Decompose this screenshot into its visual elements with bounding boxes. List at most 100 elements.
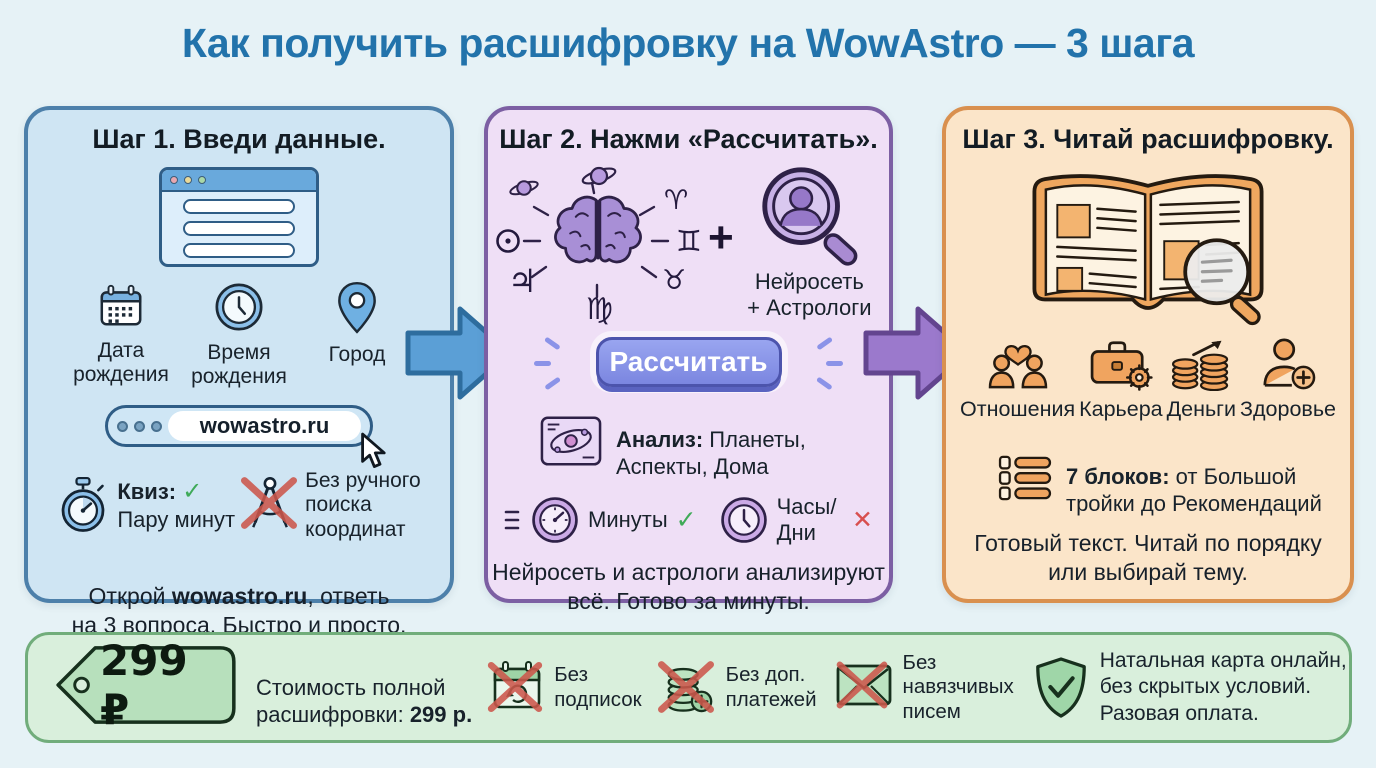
no-subscriptions-item: Без подписок [488,658,642,717]
calendar-icon [100,284,142,326]
price-tag: 299 ₽ [52,636,238,734]
analysis-text: Анализ: Планеты, Аспекты, Дома [616,401,806,480]
topic-label: Деньги [1166,397,1237,421]
step2-footer: Нейросеть и астрологи анализируют всё. Г… [492,559,885,614]
no-extra-payments-item: Без доп. платежей [657,657,817,718]
cross-icon: ✕ [852,506,873,535]
page-title: Как получить расшифровку на WowAstro — 3… [181,20,1195,66]
price-tag-icon [56,646,236,724]
birth-data-fields: Дата рождения Время рождения Город [28,281,450,389]
topic-career: Карьера [1079,337,1163,422]
plus-sign: + [708,213,734,262]
step3-footer: Готовый текст. Читай по порядку или выби… [974,530,1322,585]
red-cross-icon [836,661,887,709]
browser-title-bar [162,170,316,192]
clock-hours-icon [720,497,767,543]
bar-item-text: Без навязчивых писем [902,651,1014,723]
career-icon [1090,341,1153,391]
sun-symbol-icon [496,229,520,253]
form-field-illustration [183,221,295,236]
step3-title: Шаг 3. Читай расшифровку. [962,124,1334,154]
neural-caption: Нейросеть + Астрологи [747,269,872,321]
calculate-button[interactable]: Рассчитать [595,337,782,387]
blocks-count: 7 блоков: [1066,464,1170,490]
virgo-symbol: ♍ [586,292,613,327]
price-value: 299 ₽ [100,636,188,734]
relationships-icon [988,345,1047,389]
footer-text: Открой [88,583,172,610]
open-book-icon [1032,174,1264,326]
neural-astrologers: Нейросеть + Астрологи [734,161,885,322]
sparkle-icon [816,376,833,390]
book-illustration-wrap [946,161,1350,329]
analysis-row: Анализ: Планеты, Аспекты, Дома [540,401,889,480]
red-cross-icon [488,661,543,713]
ringed-planet-icon [509,180,539,196]
topic-relationships: Отношения [960,337,1075,422]
step1-footer: Открой wowastro.ru, ответь на 3 вопроса.… [28,554,450,640]
step1-card: Шаг 1. Введи данные. [24,106,454,638]
bar-item-text: Без подписок [554,663,642,711]
mail-crossed-wrap [835,661,893,713]
analysis-label: Анализ: [616,427,704,453]
step3-card: Шаг 3. Читай расшифровку. [942,106,1354,603]
browser-dot-yellow [184,176,192,184]
browser-dot-red [170,176,178,184]
guarantee-text: Натальная карта онлайн, без скрытых усло… [1099,649,1347,725]
topic-label: Здоровье [1240,397,1336,421]
topics-row: Отношения [946,337,1350,422]
field-birth-date: Дата рождения [62,281,180,389]
check-icon: ✓ [182,477,203,505]
field-birth-time: Время рождения [180,281,298,389]
cost-label: Стоимость полной расшифровки: [256,674,446,728]
url-bar[interactable]: wowastro.ru [105,405,386,469]
urlbar-dot [134,420,145,432]
galaxy-icon [540,416,602,466]
blocks-row: 7 блоков: от Большой тройки до Рекоменда… [998,438,1350,517]
field-label: Время рождения [191,341,287,389]
topic-label: Отношения [960,397,1076,421]
connector-lines [522,181,670,299]
quiz-benefits-row: Квиз: ✓ Пару минут Без ручного поиска ко… [28,469,450,541]
field-label: Дата рождения [73,339,169,387]
minutes-label: Минуты [588,507,668,533]
map-pin-icon [338,281,376,334]
form-field-illustration [183,243,295,258]
guarantee-item: Натальная карта онлайн, без скрытых усло… [1032,648,1347,727]
no-coords-text: Без ручного поиска координат [305,469,421,541]
calculate-button-area: Рассчитать [488,336,889,390]
coins-crossed-wrap [657,657,716,718]
urlbar-dot [117,420,128,432]
cost-text: Стоимость полной расшифровки: 299 р. [256,646,472,729]
step2-illustration: ♃ ♈ ♊ ♉ ♍ + Нейросеть + Астрологи [488,161,889,327]
taurus-symbol: ♉ [662,265,687,296]
ringed-planet-icon [581,166,617,186]
field-label: Город [328,343,386,366]
blocks-range: от Большой тройки до Рекомендаций [1066,464,1322,516]
stopwatch-minutes-icon [532,497,578,543]
check-icon: ✓ [675,506,697,535]
step2-card: Шаг 2. Нажми «Рассчитать». [484,106,893,614]
shield-check-icon [1035,656,1086,718]
money-icon [1172,340,1229,391]
footer-url: wowastro.ru [171,583,308,610]
red-cross-icon [657,661,714,713]
stopwatch-icon [61,477,105,533]
topic-health: Здоровье [1240,337,1336,422]
pricing-bar: 299 ₽ Стоимость полной расшифровки: 299 … [25,632,1352,743]
jupiter-symbol: ♃ [508,262,537,300]
brain-astro-cluster: ♃ ♈ ♊ ♉ ♍ [492,161,708,327]
browser-dot-green [198,176,206,184]
cost-amount: 299 р. [409,702,473,728]
urlbar-dot [151,420,162,432]
step1-title: Шаг 1. Введи данные. [92,124,386,154]
sparkle-icon [544,376,561,390]
analysis-items: Планеты, Аспекты, Дома [616,427,806,479]
form-field-illustration [183,199,295,214]
sparkle-icon [544,336,561,350]
quiz-duration: Пару минут [117,506,236,532]
magnifier-person-icon [762,167,858,266]
bar-item-text: Без доп. платежей [725,663,817,711]
url-text: wowastro.ru [168,411,361,442]
